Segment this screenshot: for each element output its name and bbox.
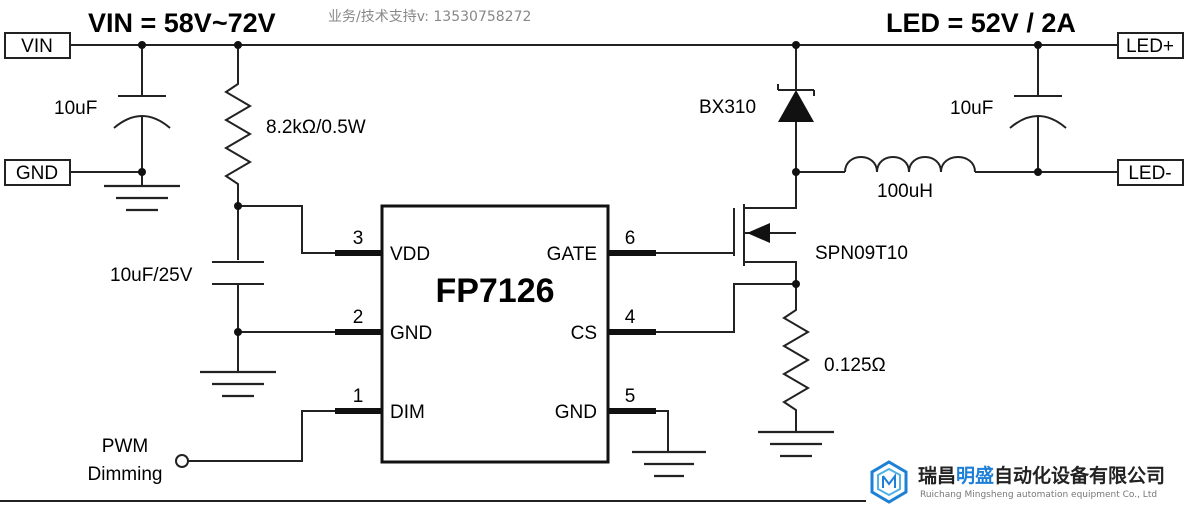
output-capacitor-label: 10uF: [950, 98, 993, 119]
vin-range-title: VIN = 58V~72V: [88, 8, 276, 38]
vdd-capacitor-label: 10uF/25V: [110, 265, 193, 286]
vdd-capacitor: [212, 261, 264, 372]
chip-name: FP7126: [435, 272, 554, 310]
sense-resistor: [782, 284, 810, 432]
pin-4-number: 4: [625, 307, 636, 328]
pwm-label: PWM: [102, 436, 148, 457]
terminal-vin: VIN: [4, 32, 71, 59]
pin-5-number: 5: [625, 386, 636, 407]
support-note: 业务/技术支持v: 13530758272: [328, 9, 531, 25]
pin-2-name: GND: [390, 323, 432, 344]
pin-1-name: DIM: [390, 402, 425, 423]
vdd-wire: [238, 205, 335, 254]
inductor: [844, 156, 976, 173]
inductor-label: 100uH: [877, 181, 933, 202]
company-name-en: Ruichang Mingsheng automation equipment …: [920, 490, 1157, 500]
mosfet: [733, 172, 797, 284]
junction-dots: [138, 41, 1042, 336]
pwm-wire: [188, 410, 335, 462]
terminal-led-minus: LED-: [1117, 159, 1184, 186]
ground-symbol-sense: [758, 430, 834, 458]
ground-symbol-input: [104, 184, 180, 212]
diode-label: BX310: [699, 97, 756, 118]
pin-5-name: GND: [555, 402, 597, 423]
input-capacitor: [113, 45, 171, 186]
output-capacitor: [1009, 45, 1067, 172]
terminal-vin-label: VIN: [21, 36, 53, 57]
company-name-part1: 瑞昌: [918, 464, 956, 487]
ground-symbol-pin5: [632, 450, 706, 478]
mosfet-label: SPN09T10: [815, 243, 908, 264]
pin-6-name: GATE: [547, 244, 597, 265]
cs-wire: [656, 283, 796, 333]
company-name-part2: 自动化设备有限公司: [994, 464, 1165, 487]
company-name-accent: 明盛: [956, 464, 994, 487]
schottky-diode: [777, 45, 815, 172]
pwm-input-terminal: [175, 454, 189, 468]
pin-4-name: CS: [571, 323, 597, 344]
vdd-resistor-label: 8.2kΩ/0.5W: [266, 117, 366, 138]
pin-2-number: 2: [353, 307, 364, 328]
terminal-led-plus: LED+: [1117, 32, 1184, 59]
terminal-led-minus-label: LED-: [1128, 163, 1171, 184]
company-name: 瑞昌明盛自动化设备有限公司: [918, 464, 1165, 487]
terminal-led-plus-label: LED+: [1126, 36, 1174, 57]
pin-6-number: 6: [625, 228, 636, 249]
pin-1-number: 1: [353, 386, 364, 407]
input-capacitor-label: 10uF: [54, 98, 97, 119]
sense-resistor-label: 0.125Ω: [824, 355, 886, 376]
company-logo-icon: [870, 460, 908, 504]
ground-symbol-vdd: [200, 370, 276, 398]
dimming-label: Dimming: [88, 464, 163, 485]
pin-3-name: VDD: [390, 244, 430, 265]
led-spec-title: LED = 52V / 2A: [886, 8, 1076, 38]
terminal-gnd-label: GND: [16, 163, 58, 184]
chip-body: [380, 204, 610, 464]
pin-5-ground-wire: [656, 410, 669, 452]
terminal-gnd: GND: [4, 159, 71, 186]
pin-3-number: 3: [353, 228, 364, 249]
vdd-resistor: [224, 45, 252, 260]
